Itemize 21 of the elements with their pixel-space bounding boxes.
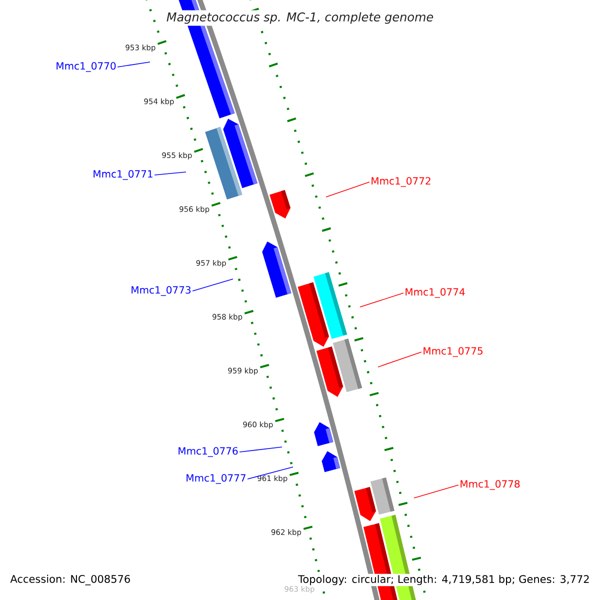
gene-label: Mmc1_0774 — [406, 288, 465, 298]
leader-line — [414, 484, 459, 498]
leader-line — [154, 172, 186, 176]
gene-label: Mmc1_0773 — [132, 286, 191, 296]
gene-label: Mmc1_0777 — [186, 474, 246, 484]
title: Magnetococcus sp. MC-1, complete genome — [164, 10, 436, 26]
leader-line — [247, 466, 294, 480]
gene-label: Mmc1_0776 — [178, 447, 238, 457]
leader-line — [378, 352, 422, 368]
gene-label: Mmc1_0772 — [372, 177, 430, 187]
leader-line — [326, 182, 370, 198]
gene-label: Mmc1_0771 — [94, 170, 152, 180]
leader-line — [117, 62, 150, 68]
genome-summary-text: Topology: circular; Length: 4,719,581 bp; Genes: 3,772 — [297, 574, 591, 586]
gene-label: Mmc1_0775 — [424, 347, 482, 357]
accession-text: Accession: NC_008576 — [9, 574, 132, 586]
leader-line — [192, 278, 234, 292]
leader-line — [360, 292, 404, 308]
gene-label: Mmc1_0770 — [56, 62, 116, 72]
leader-line — [239, 446, 282, 452]
gene-label: Mmc1_0778 — [460, 480, 520, 490]
